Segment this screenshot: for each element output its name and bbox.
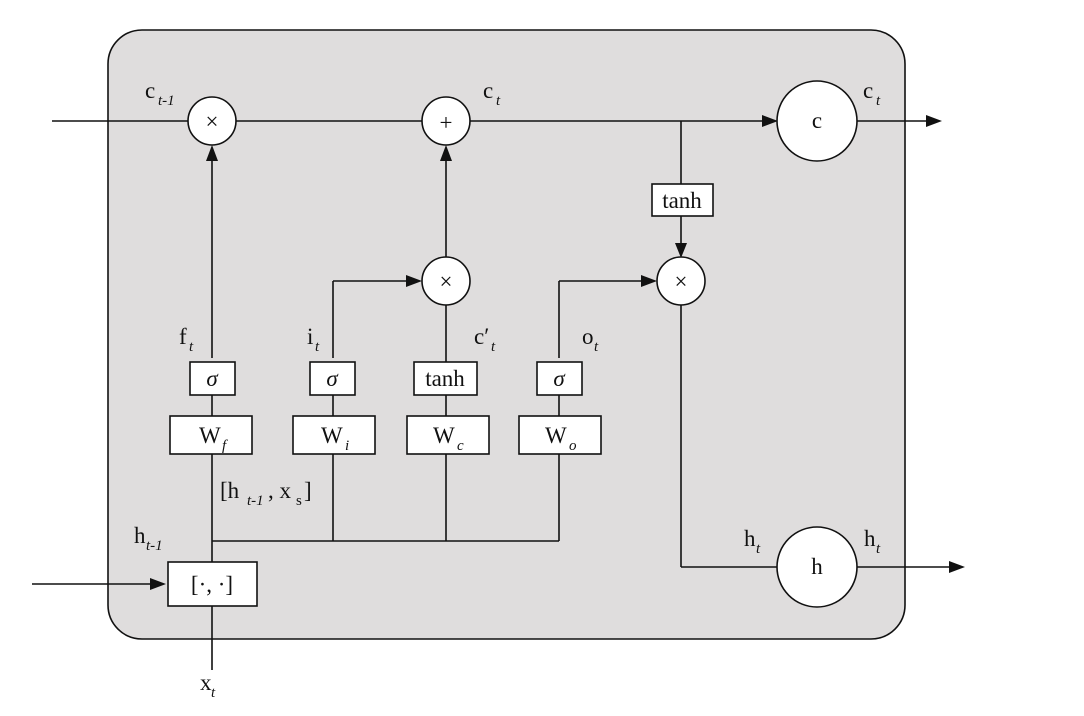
weight-i-sub: i: [345, 438, 349, 454]
sigma-f-box: σ: [189, 361, 236, 396]
svg-text:W: W: [199, 423, 221, 448]
label-h-prev-base: h: [134, 523, 146, 548]
label-c-candidate-sub: t: [491, 339, 496, 355]
label-h-t-in: h t: [744, 526, 761, 557]
label-f-t-base: f: [179, 324, 187, 349]
concat-box: [·, ·]: [167, 561, 258, 607]
arrowhead-to-concat: [150, 578, 166, 590]
label-x-t-base: x: [200, 670, 212, 695]
hidden-state-node: h: [776, 526, 858, 608]
label-c-candidate: c′ t: [474, 324, 496, 355]
label-i-t-base: i: [307, 324, 313, 349]
label-o-t: o t: [582, 324, 599, 355]
arrowhead-to-forget-mult: [206, 145, 218, 161]
label-c-prev-sub: t-1: [158, 93, 175, 109]
label-o-t-sub: t: [594, 339, 599, 355]
label-h-t-out: h t: [864, 526, 881, 557]
hidden-state-label: h: [811, 554, 823, 579]
tanh-cell-box: tanh: [651, 183, 714, 217]
sigma-o-label: σ: [553, 366, 566, 391]
label-o-t-base: o: [582, 324, 594, 349]
cell-state-label: c: [812, 108, 822, 133]
multiply-symbol: ×: [440, 269, 453, 294]
weight-o-sub: o: [569, 438, 577, 454]
svg-text:W: W: [321, 423, 343, 448]
weight-f-sub: f: [222, 438, 228, 454]
label-c-prev-base: c: [145, 78, 155, 103]
label-x-t: x t: [200, 670, 216, 701]
forget-mult-node: ×: [187, 96, 237, 146]
arrowhead-h-out: [949, 561, 965, 573]
weight-i-box: W i: [292, 415, 376, 455]
tanh-cell-label: tanh: [662, 188, 702, 213]
weight-i-base: W: [321, 423, 343, 448]
weight-c-box: W c: [406, 415, 490, 455]
label-c-t-out: c t: [863, 78, 881, 109]
arrowhead-to-add: [440, 145, 452, 161]
label-c-t-out-base: c: [863, 78, 873, 103]
label-x-t-sub: t: [211, 685, 216, 701]
label-h-t-in-base: h: [744, 526, 756, 551]
label-f-t-sub: t: [189, 339, 194, 355]
label-f-t: f t: [179, 324, 194, 355]
add-node: +: [421, 96, 471, 146]
tanh-candidate-label: tanh: [425, 366, 465, 391]
sigma-i-label: σ: [326, 366, 339, 391]
label-concat-mid: , x: [268, 478, 292, 503]
label-c-t-top-base: c: [483, 78, 493, 103]
label-h-t-in-sub: t: [756, 541, 761, 557]
label-concat-note: [h t-1 , x s ]: [220, 478, 312, 509]
cell-background: [107, 29, 906, 640]
output-mult-node: ×: [656, 256, 706, 306]
label-h-t-out-base: h: [864, 526, 876, 551]
sigma-i-box: σ: [309, 361, 356, 396]
concat-label: [·, ·]: [191, 572, 233, 597]
multiply-symbol: ×: [675, 269, 688, 294]
label-concat-close: ]: [304, 478, 312, 503]
plus-symbol: +: [440, 110, 453, 135]
label-h-prev-sub: t-1: [146, 538, 163, 554]
label-concat-sub1: t-1: [247, 493, 264, 509]
label-c-t-top: c t: [483, 78, 501, 109]
input-mult-node: ×: [421, 256, 471, 306]
arrowhead-c-out: [926, 115, 942, 127]
label-h-t-out-sub: t: [876, 541, 881, 557]
svg-text:W: W: [545, 423, 567, 448]
multiply-symbol: ×: [206, 109, 219, 134]
label-i-t-sub: t: [315, 339, 320, 355]
arrowhead-to-c: [762, 115, 778, 127]
weight-o-base: W: [545, 423, 567, 448]
weight-c-sub: c: [457, 438, 464, 454]
arrowhead-o-to-output-mult: [641, 275, 657, 287]
label-concat-sub2: s: [296, 493, 302, 509]
label-c-prev: c t-1: [145, 78, 175, 109]
label-h-prev: h t-1: [134, 523, 163, 554]
arrowhead-to-input-mult: [406, 275, 422, 287]
cell-state-node: c: [776, 80, 858, 162]
label-i-t: i t: [307, 324, 320, 355]
weight-f-box: W f: [169, 415, 253, 455]
weight-f-base: W: [199, 423, 221, 448]
weight-o-box: W o: [518, 415, 602, 455]
sigma-o-box: σ: [536, 361, 583, 396]
label-c-candidate-base: c′: [474, 324, 489, 349]
weight-c-base: W: [433, 423, 455, 448]
label-c-t-out-sub: t: [876, 93, 881, 109]
tanh-candidate-box: tanh: [413, 361, 478, 396]
label-concat-open: [h: [220, 478, 240, 503]
arrowhead-to-output-mult: [675, 243, 687, 258]
label-c-t-top-sub: t: [496, 93, 501, 109]
svg-text:W: W: [433, 423, 455, 448]
sigma-f-label: σ: [206, 366, 219, 391]
